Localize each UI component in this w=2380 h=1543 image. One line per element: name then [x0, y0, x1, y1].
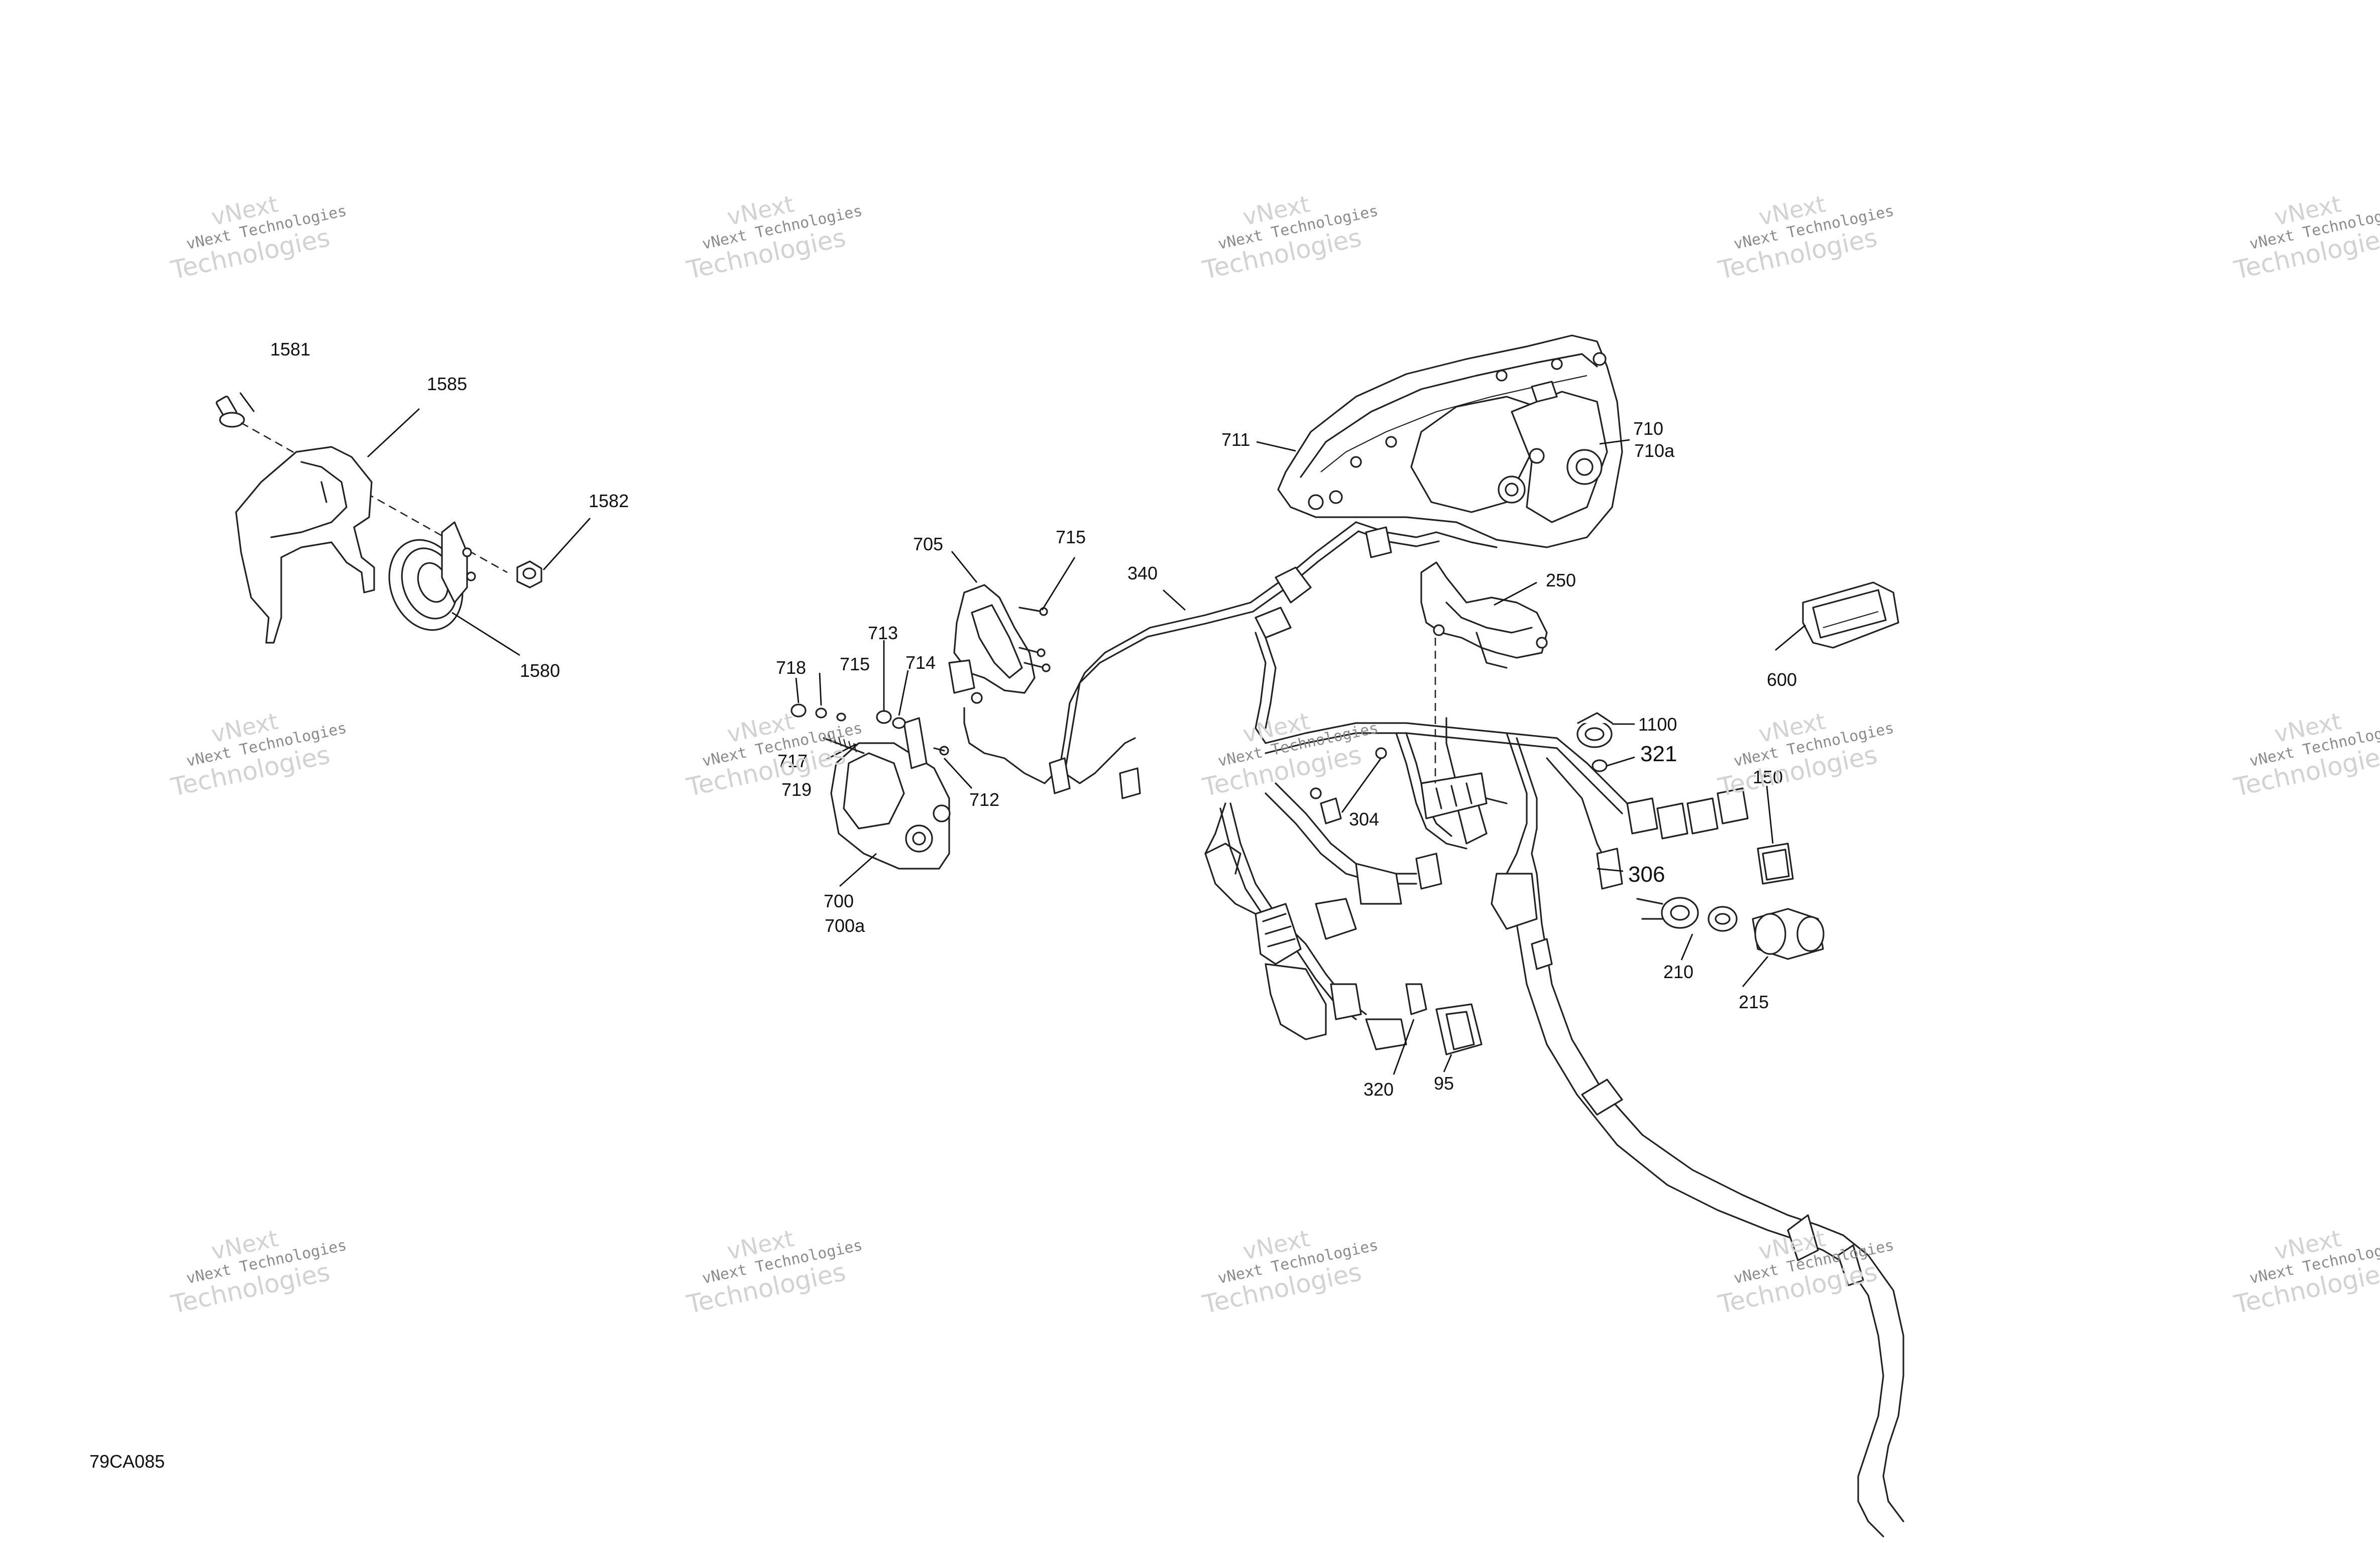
- bracket-1585: [235, 446, 375, 644]
- callout-715-upper: 715: [1056, 527, 1086, 547]
- callout-700: 700: [824, 891, 854, 911]
- callout-718: 718: [776, 657, 807, 678]
- cap-215: [1752, 908, 1825, 960]
- callout-320: 320: [1364, 1079, 1394, 1100]
- callout-1580: 1580: [520, 660, 560, 681]
- horn-assembly: [215, 396, 542, 644]
- headlight-705: [948, 584, 1051, 704]
- headlight-700: [790, 703, 951, 870]
- callout-306: 306: [1628, 862, 1665, 887]
- callout-150: 150: [1753, 767, 1783, 787]
- callout-717: 717: [777, 751, 808, 771]
- leader-lines: [239, 392, 1806, 1075]
- callout-715-lower: 715: [840, 654, 870, 674]
- callout-600: 600: [1767, 669, 1797, 690]
- callout-215: 215: [1739, 992, 1769, 1012]
- callout-1585: 1585: [427, 374, 468, 394]
- callout-304: 304: [1349, 809, 1380, 829]
- wiring-harness-340: [963, 521, 1904, 1537]
- callout-1582: 1582: [589, 491, 629, 511]
- callout-710: 710: [1633, 418, 1664, 439]
- figure-code: 79CA085: [89, 1451, 165, 1472]
- relays-306: [1596, 787, 1749, 890]
- ignition-switch-210: [1636, 897, 1738, 932]
- clip-321: [1592, 759, 1608, 772]
- callout-1581: 1581: [270, 339, 311, 360]
- callout-321: 321: [1640, 742, 1677, 766]
- callout-1100: 1100: [1638, 714, 1677, 735]
- callout-712: 712: [969, 789, 1000, 810]
- callout-719: 719: [781, 779, 812, 800]
- bolt-1581: [215, 396, 245, 428]
- callout-95: 95: [1434, 1073, 1454, 1094]
- nut-1582: [516, 560, 542, 588]
- callout-711: 711: [1221, 429, 1251, 450]
- callout-710a: 710a: [1634, 440, 1675, 461]
- sensor-1100: [1576, 712, 1613, 748]
- callout-705: 705: [913, 534, 944, 554]
- callout-210: 210: [1663, 962, 1694, 982]
- callout-250: 250: [1546, 570, 1576, 590]
- instrument-cluster: [1277, 334, 1623, 548]
- bracket-250: [1420, 561, 1548, 783]
- callout-713: 713: [868, 623, 898, 643]
- display-600: [1802, 581, 1899, 649]
- switch-150: [1757, 843, 1794, 885]
- horn-1580: [388, 521, 476, 631]
- callout-700a: 700a: [825, 915, 865, 936]
- callout-714: 714: [905, 652, 936, 673]
- callout-340: 340: [1127, 563, 1158, 583]
